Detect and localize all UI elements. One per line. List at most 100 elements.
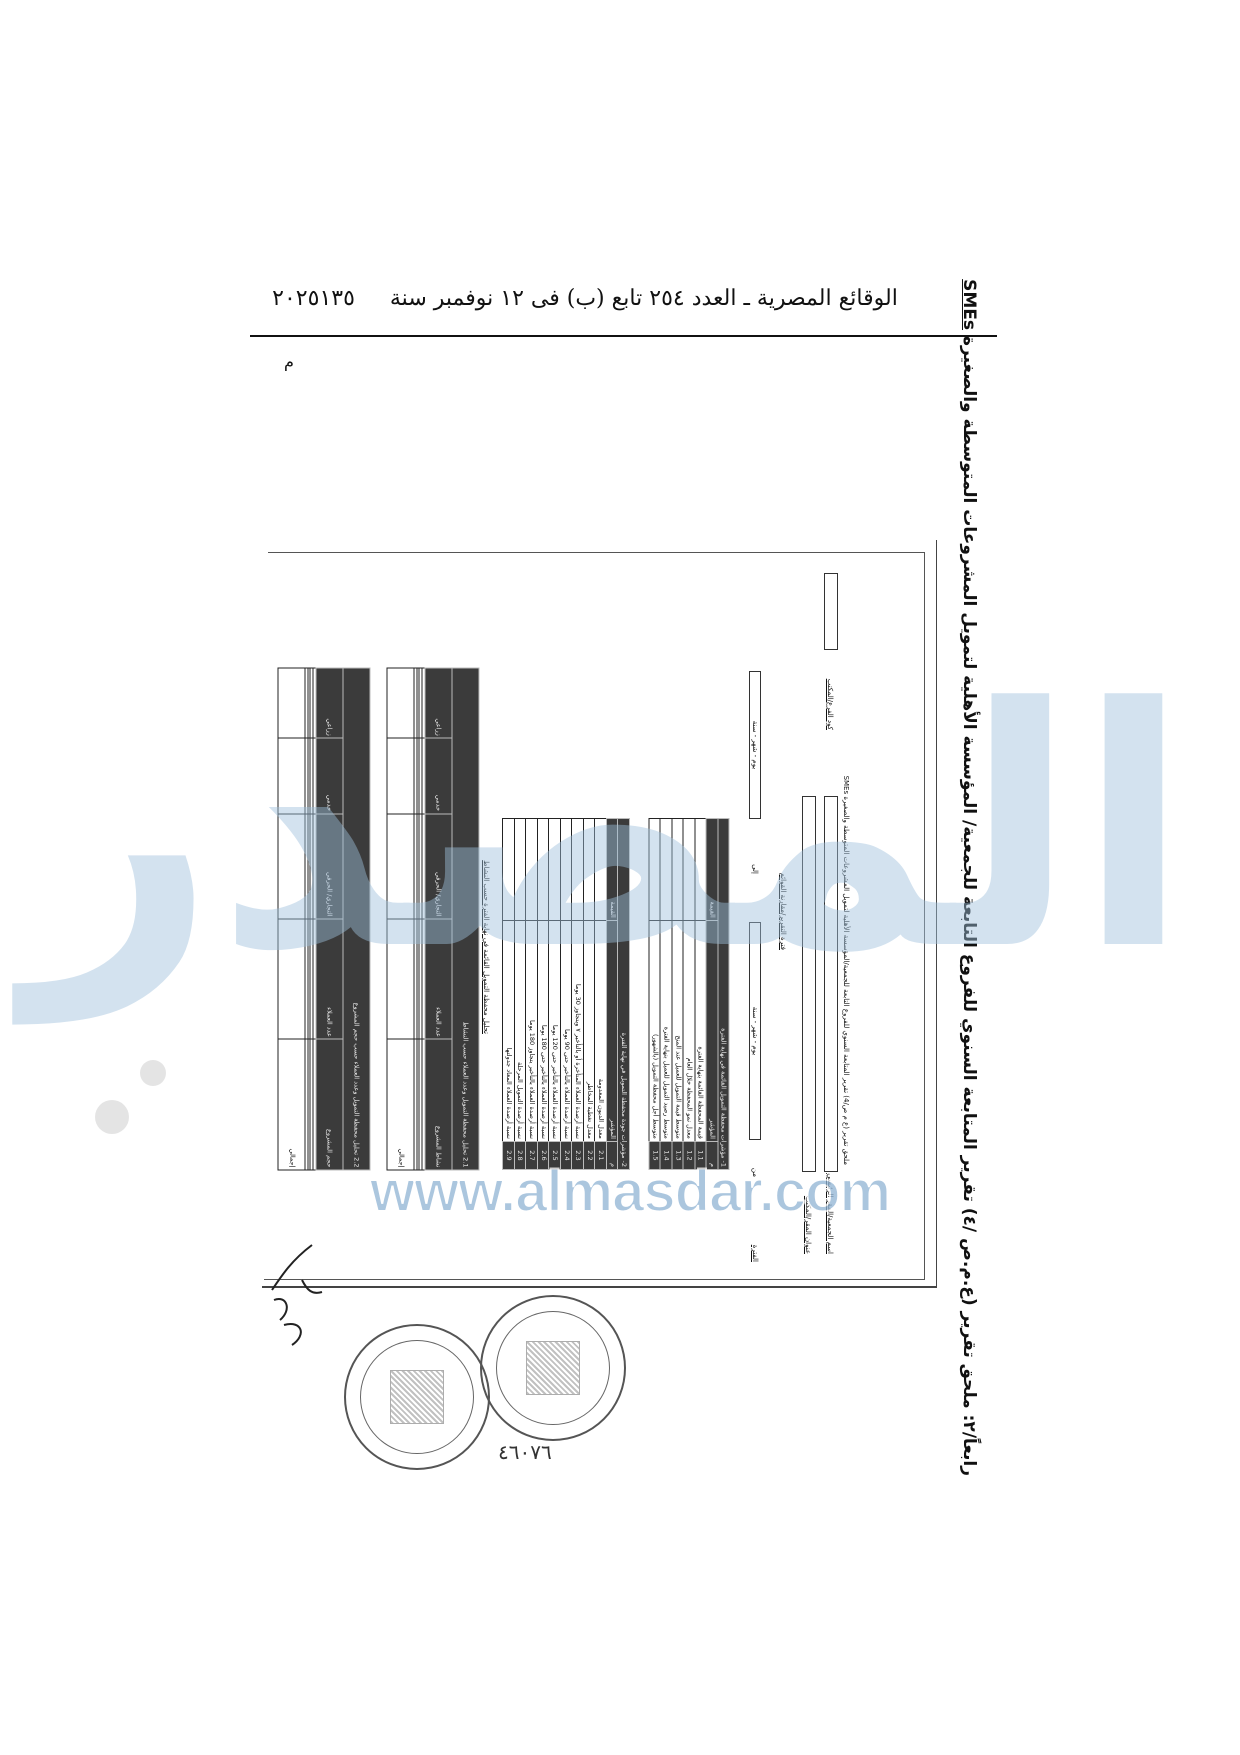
table-title-row: 2.1 تحليل محفظة التمويل وعدد العملاء حسب… [451,667,479,1170]
column-header: عدد العملاء [315,918,343,1039]
corner-mark: م [284,352,294,371]
row-label: نسبة أرصدة التمويل المرحلة [514,920,526,1142]
form-frame-right [924,552,925,1279]
branch-code-label: كود الفرع/المكتب [826,678,834,730]
value-cell input[interactable] [386,918,414,1039]
value-cell input[interactable] [525,818,538,921]
document-title-text: رابعاً/٢: ملحق تقرير (ع.م.ص /٤) تقرير ال… [959,335,979,1476]
column-header: نشاط المشروع [424,1038,452,1170]
value-cell input[interactable] [277,667,305,738]
value-cell input[interactable] [659,818,672,921]
row-label: معدل الديون المعدومة [594,920,607,1142]
column-header: التجاري/ الحرفي [424,813,452,919]
value-cell input[interactable] [583,818,595,921]
table-title-row: 2.2 تحليل محفظة التمويل وعدد العملاء حسب… [342,667,370,1170]
column-header: زراعي [315,667,343,738]
column-header: حجم المشروع [315,1038,343,1170]
activity-analysis-table: 2.1 تحليل محفظة التمويل وعدد العملاء حسب… [386,667,479,1170]
table-row: إجمالي [277,667,305,1170]
row-label: نسبة أرصدة العملاء المعاد جدولتها [502,920,515,1142]
value-cell input[interactable] [386,667,414,738]
value-cell input[interactable] [571,818,584,921]
signature [271,1244,323,1346]
form-frame-outer-bottom [262,1286,937,1288]
portfolio-indicators-grid: 1- مؤشرات محفظة التمويل القائمة في نهاية… [648,818,729,1170]
value-cell input[interactable] [594,818,607,921]
row-label: إجمالي [386,1038,414,1170]
association-name-label: اسم الجمعية/المقر الرئيسي [826,1173,834,1254]
period-to-field[interactable]: يوم - شهر - سنة [749,671,761,819]
form-subtitle-text: ملحق تقرير (ع م ص/4) تقرير المتابعة السن… [842,775,850,1165]
value-cell input[interactable] [694,818,706,921]
address-field[interactable] [802,796,816,1172]
value-cell input[interactable] [682,818,695,921]
period-from-field[interactable]: يوم - شهر - سنة [749,922,761,1140]
size-analysis-grid: 2.2 تحليل محفظة التمويل وعدد العملاء حسب… [277,667,370,1170]
column-header: المؤشر [705,920,718,1142]
value-cell input[interactable] [277,918,305,1039]
form-subtitle: ملحق تقرير (ع م ص/4) تقرير المتابعة السن… [838,657,852,1165]
value-cell input[interactable] [386,813,414,919]
column-header: التجاري/ الحرفي [315,813,343,919]
column-header: القيمة [705,818,718,921]
row-label: معدل تغطية المخاطر [583,920,595,1142]
address-label: عنوان المقر/المكتب [804,1195,812,1254]
value-cell input[interactable] [648,818,660,921]
form-frame-top [268,552,924,553]
period-label: الفترة [751,1244,759,1262]
row-label: متوسط رصيد التمويل للعميل بنهاية الفترة [659,920,672,1142]
association-name-field[interactable] [824,796,838,1172]
table-title: 2.1 تحليل محفظة التمويل وعدد العملاء حسب… [451,667,479,1170]
value-cell input[interactable] [386,737,414,814]
row-label: قيمة المحفظة القائمة بنهاية الفترة [694,920,706,1142]
row-number: 2.2 [583,1141,595,1170]
row-label: نسبة أرصدة العملاء المتأخرة أو بالتأخير … [571,920,584,1142]
t4-table: 2.2 تحليل محفظة التمويل وعدد العملاء حسب… [277,667,370,1170]
t2-table: 2- مؤشرات جودة محفظة التمويل في نهاية ال… [502,818,630,1170]
column-header: المؤشر [606,920,618,1142]
row-label: نسبة أرصدة العملاء بالتأخير حتى 180 يوما [537,920,549,1142]
row-number: 2.6 [537,1141,549,1170]
value-cell input[interactable] [548,818,561,921]
value-cell input[interactable] [560,818,572,921]
table-title-row: 1- مؤشرات محفظة التمويل القائمة في نهاية… [717,818,729,1170]
column-header: خدمي [424,737,452,814]
gazette-header-title: الوقائع المصرية ـ العدد ٢٥٤ تابع (ب) فى … [272,286,898,311]
row-label: نسبة أرصدة العملاء بالتأخير حتى 90 يوما [560,920,572,1142]
value-cell input[interactable] [537,818,549,921]
row-number: 2.3 [571,1141,584,1170]
t3-table: 2.1 تحليل محفظة التمويل وعدد العملاء حسب… [386,667,479,1170]
page-number: ١٣٥ [319,286,355,311]
analysis-note: تحليل محفظة التمويل القائمة في نهاية الف… [482,860,490,1034]
branch-code-field[interactable] [824,573,838,650]
value-cell input[interactable] [502,818,515,921]
row-number: 1.2 [682,1141,695,1170]
column-header: عدد العملاء [424,918,452,1039]
row-label: متوسط قيمة التمويل للعميل عند المنح [671,920,683,1142]
eagle-emblem-icon [526,1341,580,1395]
size-analysis-table: 2.2 تحليل محفظة التمويل وعدد العملاء حسب… [277,667,370,1170]
value-cell input[interactable] [277,737,305,814]
official-stamp [344,1324,490,1470]
value-cell input[interactable] [671,818,683,921]
value-cell input[interactable] [277,813,305,919]
gazette-header: الوقائع المصرية ـ العدد ٢٥٤ تابع (ب) فى … [250,286,920,311]
column-header: م [606,1141,618,1170]
value-cell input[interactable] [514,818,526,921]
row-number: 2.9 [502,1141,515,1170]
column-header: م [705,1141,718,1170]
